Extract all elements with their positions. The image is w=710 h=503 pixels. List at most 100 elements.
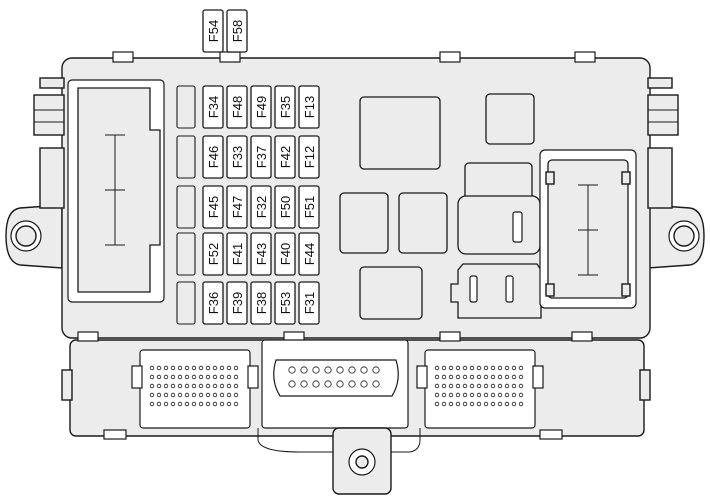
connector-pin [469, 401, 475, 407]
fuse-F51: F51 [298, 185, 320, 229]
connector-pin [434, 401, 440, 407]
connector-pin [490, 401, 496, 407]
fuse-F12: F12 [298, 135, 320, 179]
fuse-F50: F50 [274, 185, 296, 229]
connector-pin [490, 383, 496, 389]
connector-pin [360, 380, 368, 388]
connector-pin [497, 392, 503, 398]
connector-pin [518, 374, 524, 380]
connector-pin [462, 374, 468, 380]
connector-pin [476, 365, 482, 371]
connector-pin [205, 392, 211, 398]
connector-pin [504, 392, 510, 398]
fuse-F53: F53 [274, 281, 296, 325]
connector-pin [163, 374, 169, 380]
connector-pin [212, 365, 218, 371]
connector-pin [518, 392, 524, 398]
connector-pin [497, 383, 503, 389]
connector-pin [300, 366, 308, 374]
connector-pin [205, 401, 211, 407]
external-fuse-f54: F54 [202, 9, 224, 53]
fuse-label: F37 [254, 146, 269, 168]
connector-pin [177, 401, 183, 407]
connector-pin [511, 383, 517, 389]
relay-blocks [339, 93, 542, 320]
fuse-label: F42 [278, 146, 293, 168]
connector-pin [476, 392, 482, 398]
connector-pin [226, 392, 232, 398]
fuse-label: F45 [206, 196, 221, 218]
fuse-label: F35 [278, 96, 293, 118]
connector-pin [184, 365, 190, 371]
left-side-tabs [33, 77, 65, 209]
fuse-F13: F13 [298, 85, 320, 129]
spare-fuse-slots [176, 85, 196, 325]
fuse-label: F43 [254, 243, 269, 265]
connector-pin [434, 374, 440, 380]
connector-pin [177, 374, 183, 380]
connector-pin [504, 365, 510, 371]
fuse-F41: F41 [226, 232, 248, 276]
fuse-F34: F34 [202, 85, 224, 129]
connector-pin [469, 374, 475, 380]
connector-pin [441, 365, 447, 371]
fuse-label: F58 [230, 20, 245, 42]
connector-pin [483, 392, 489, 398]
fuse-F36: F36 [202, 281, 224, 325]
connector-pin [149, 374, 155, 380]
connector-pin [163, 383, 169, 389]
fuse-label: F41 [230, 243, 245, 265]
connector-pin [490, 392, 496, 398]
left-relay [67, 79, 165, 303]
connector-pin [219, 383, 225, 389]
connector-pin [324, 380, 332, 388]
connector-pin [226, 374, 232, 380]
connector-pin [233, 374, 239, 380]
connector-pin [219, 365, 225, 371]
connector-pin [497, 401, 503, 407]
connector-pin [191, 365, 197, 371]
connector-pin [469, 365, 475, 371]
connector-pin [163, 401, 169, 407]
connector-pin [177, 383, 183, 389]
connector-pin [156, 383, 162, 389]
connector-pin [483, 401, 489, 407]
connector-pin [226, 365, 232, 371]
fuse-label: F44 [302, 243, 317, 265]
connector-pin [191, 383, 197, 389]
fuse-label: F40 [278, 243, 293, 265]
connector-pin [518, 365, 524, 371]
connector-pin [336, 380, 344, 388]
connector-pin [233, 401, 239, 407]
connector-pin [441, 374, 447, 380]
fuse-F33: F33 [226, 135, 248, 179]
connector-pin [156, 392, 162, 398]
connector-pin [184, 383, 190, 389]
connector-pin [448, 365, 454, 371]
connector-pin [462, 365, 468, 371]
connector-pin [455, 365, 461, 371]
connector-pin [170, 374, 176, 380]
connector-pin [149, 383, 155, 389]
fuse-F37: F37 [250, 135, 272, 179]
connector-pin [511, 401, 517, 407]
connector-pin [511, 374, 517, 380]
connector-pin [441, 401, 447, 407]
connector-pin [156, 401, 162, 407]
connector-pin [469, 383, 475, 389]
connector-pin [212, 392, 218, 398]
connector-pin [455, 401, 461, 407]
connector-pin [372, 366, 380, 374]
connector-pin [448, 392, 454, 398]
connector-pin [434, 383, 440, 389]
fuse-F38: F38 [250, 281, 272, 325]
connector-pin [233, 383, 239, 389]
connector-pin [212, 383, 218, 389]
fuse-F35: F35 [274, 85, 296, 129]
connector-pin [156, 374, 162, 380]
connector-pin [212, 374, 218, 380]
left-connector [131, 349, 259, 429]
connector-pin [288, 380, 296, 388]
fuse-label: F13 [302, 96, 317, 118]
connector-pin [198, 401, 204, 407]
